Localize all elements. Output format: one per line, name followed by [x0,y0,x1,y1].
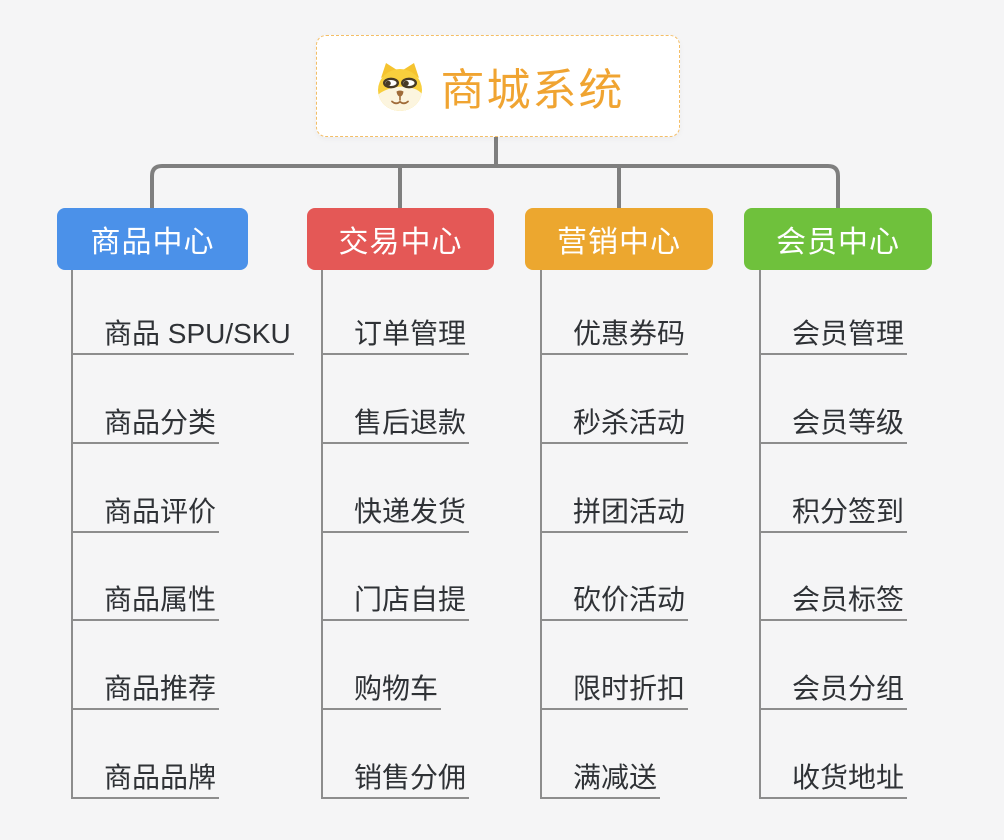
leaf-node[interactable]: 秒杀活动 [541,406,689,444]
branch-node-product-center[interactable]: 商品中心 [57,208,248,270]
leaf-node[interactable]: 会员等级 [760,406,908,444]
branch-node-trade-center[interactable]: 交易中心 [307,208,494,270]
branch-node-marketing-center[interactable]: 营销中心 [525,208,713,270]
leaf-node[interactable]: 会员管理 [760,317,908,355]
leaf-node[interactable]: 拼团活动 [541,495,689,533]
doge-face-icon [372,60,428,112]
leaf-node[interactable]: 订单管理 [322,317,470,355]
leaf-node[interactable]: 积分签到 [760,495,908,533]
leaf-node[interactable]: 商品品牌 [72,761,220,799]
leaf-node[interactable]: 门店自提 [322,583,470,621]
leaf-node[interactable]: 购物车 [322,672,442,710]
leaf-node[interactable]: 商品属性 [72,583,220,621]
leaf-node[interactable]: 商品评价 [72,495,220,533]
leaf-node[interactable]: 商品 SPU/SKU [72,317,294,355]
root-node[interactable]: 商城系统 [316,35,680,137]
leaf-node[interactable]: 销售分佣 [322,761,470,799]
leaf-node[interactable]: 会员标签 [760,583,908,621]
leaf-node[interactable]: 商品推荐 [72,672,220,710]
leaf-node[interactable]: 收货地址 [760,761,908,799]
leaf-node[interactable]: 优惠券码 [541,317,689,355]
root-title: 商城系统 [440,66,625,115]
leaf-node[interactable]: 满减送 [541,761,661,799]
leaf-node[interactable]: 售后退款 [322,406,470,444]
leaf-node[interactable]: 会员分组 [760,672,908,710]
leaf-node[interactable]: 限时折扣 [541,672,689,710]
leaf-node[interactable]: 砍价活动 [541,583,689,621]
leaf-node[interactable]: 商品分类 [72,406,220,444]
leaf-node[interactable]: 快递发货 [322,495,470,533]
branch-node-member-center[interactable]: 会员中心 [744,208,932,270]
